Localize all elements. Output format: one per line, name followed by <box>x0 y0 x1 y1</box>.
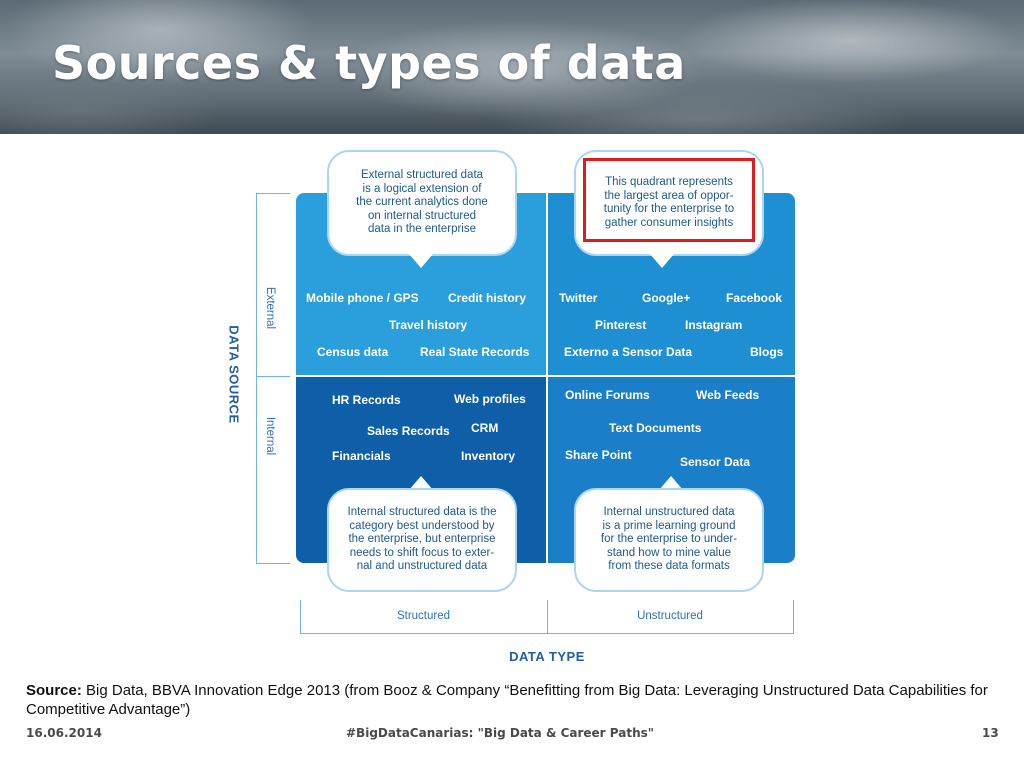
label-pinterest: Pinterest <box>595 318 647 332</box>
label-crm: CRM <box>471 421 499 435</box>
label-inventory: Inventory <box>461 449 516 463</box>
y-axis-tick <box>256 376 290 377</box>
label-hr-records: HR Records <box>332 393 401 407</box>
label-google-plus: Google+ <box>642 291 691 305</box>
y-axis-line <box>256 193 257 563</box>
label-real-state-records: Real State Records <box>420 345 530 359</box>
source-label: Source: <box>26 682 82 699</box>
x-axis-structured-label: Structured <box>396 610 451 622</box>
label-mobile-phone-gps: Mobile phone / GPS <box>306 291 419 305</box>
label-share-point: Share Point <box>565 448 632 462</box>
bubble-tail <box>659 476 683 490</box>
label-census-data: Census data <box>317 345 389 359</box>
bubble-internal-structured: Internal structured data is the category… <box>327 488 517 592</box>
bubble-internal-unstructured: Internal unstructured data is a prime le… <box>574 488 764 592</box>
label-travel-history: Travel history <box>389 318 468 332</box>
label-text-documents: Text Documents <box>609 421 702 435</box>
footer-hashtag: #BigDataCanarias: "Big Data & Career Pat… <box>346 726 655 740</box>
label-credit-history: Credit history <box>448 291 527 305</box>
label-sensor-data: Sensor Data <box>680 455 751 469</box>
y-axis-title: DATA SOURCE <box>226 325 242 424</box>
label-sales-records: Sales Records <box>367 424 450 438</box>
x-axis-tick <box>547 600 548 634</box>
y-axis-tick <box>256 563 290 564</box>
highlight-box <box>583 158 755 242</box>
bubble-tail <box>409 476 433 490</box>
header-banner <box>0 0 1024 134</box>
label-online-forums: Online Forums <box>565 388 650 402</box>
y-axis-tick <box>256 193 290 194</box>
bubble-tail <box>409 254 433 268</box>
label-externo-sensor-data: Externo a Sensor Data <box>564 345 693 359</box>
label-instagram: Instagram <box>685 318 743 332</box>
label-financials: Financials <box>332 449 391 463</box>
footer-date: 16.06.2014 <box>26 726 102 740</box>
label-twitter: Twitter <box>559 291 598 305</box>
label-blogs: Blogs <box>750 345 784 359</box>
slide-title: Sources & types of data <box>52 36 686 90</box>
source-citation: Source: Big Data, BBVA Innovation Edge 2… <box>26 681 1006 719</box>
label-facebook: Facebook <box>726 291 783 305</box>
label-web-feeds: Web Feeds <box>696 388 760 402</box>
y-axis-external-label: External <box>264 286 276 330</box>
x-axis-tick <box>300 600 301 634</box>
source-text: Big Data, BBVA Innovation Edge 2013 (fro… <box>26 682 988 718</box>
footer-page-number: 13 <box>982 726 999 740</box>
bubble-external-structured: External structured data is a logical ex… <box>327 150 517 256</box>
y-axis-internal-label: Internal <box>264 416 276 456</box>
x-axis-tick <box>793 600 794 634</box>
bubble-tail <box>650 254 674 268</box>
x-axis-title: DATA TYPE <box>509 649 585 664</box>
x-axis-unstructured-label: Unstructured <box>637 610 703 622</box>
data-sources-diagram: Mobile phone / GPS Credit history Travel… <box>226 150 795 664</box>
label-web-profiles: Web profiles <box>454 392 526 406</box>
